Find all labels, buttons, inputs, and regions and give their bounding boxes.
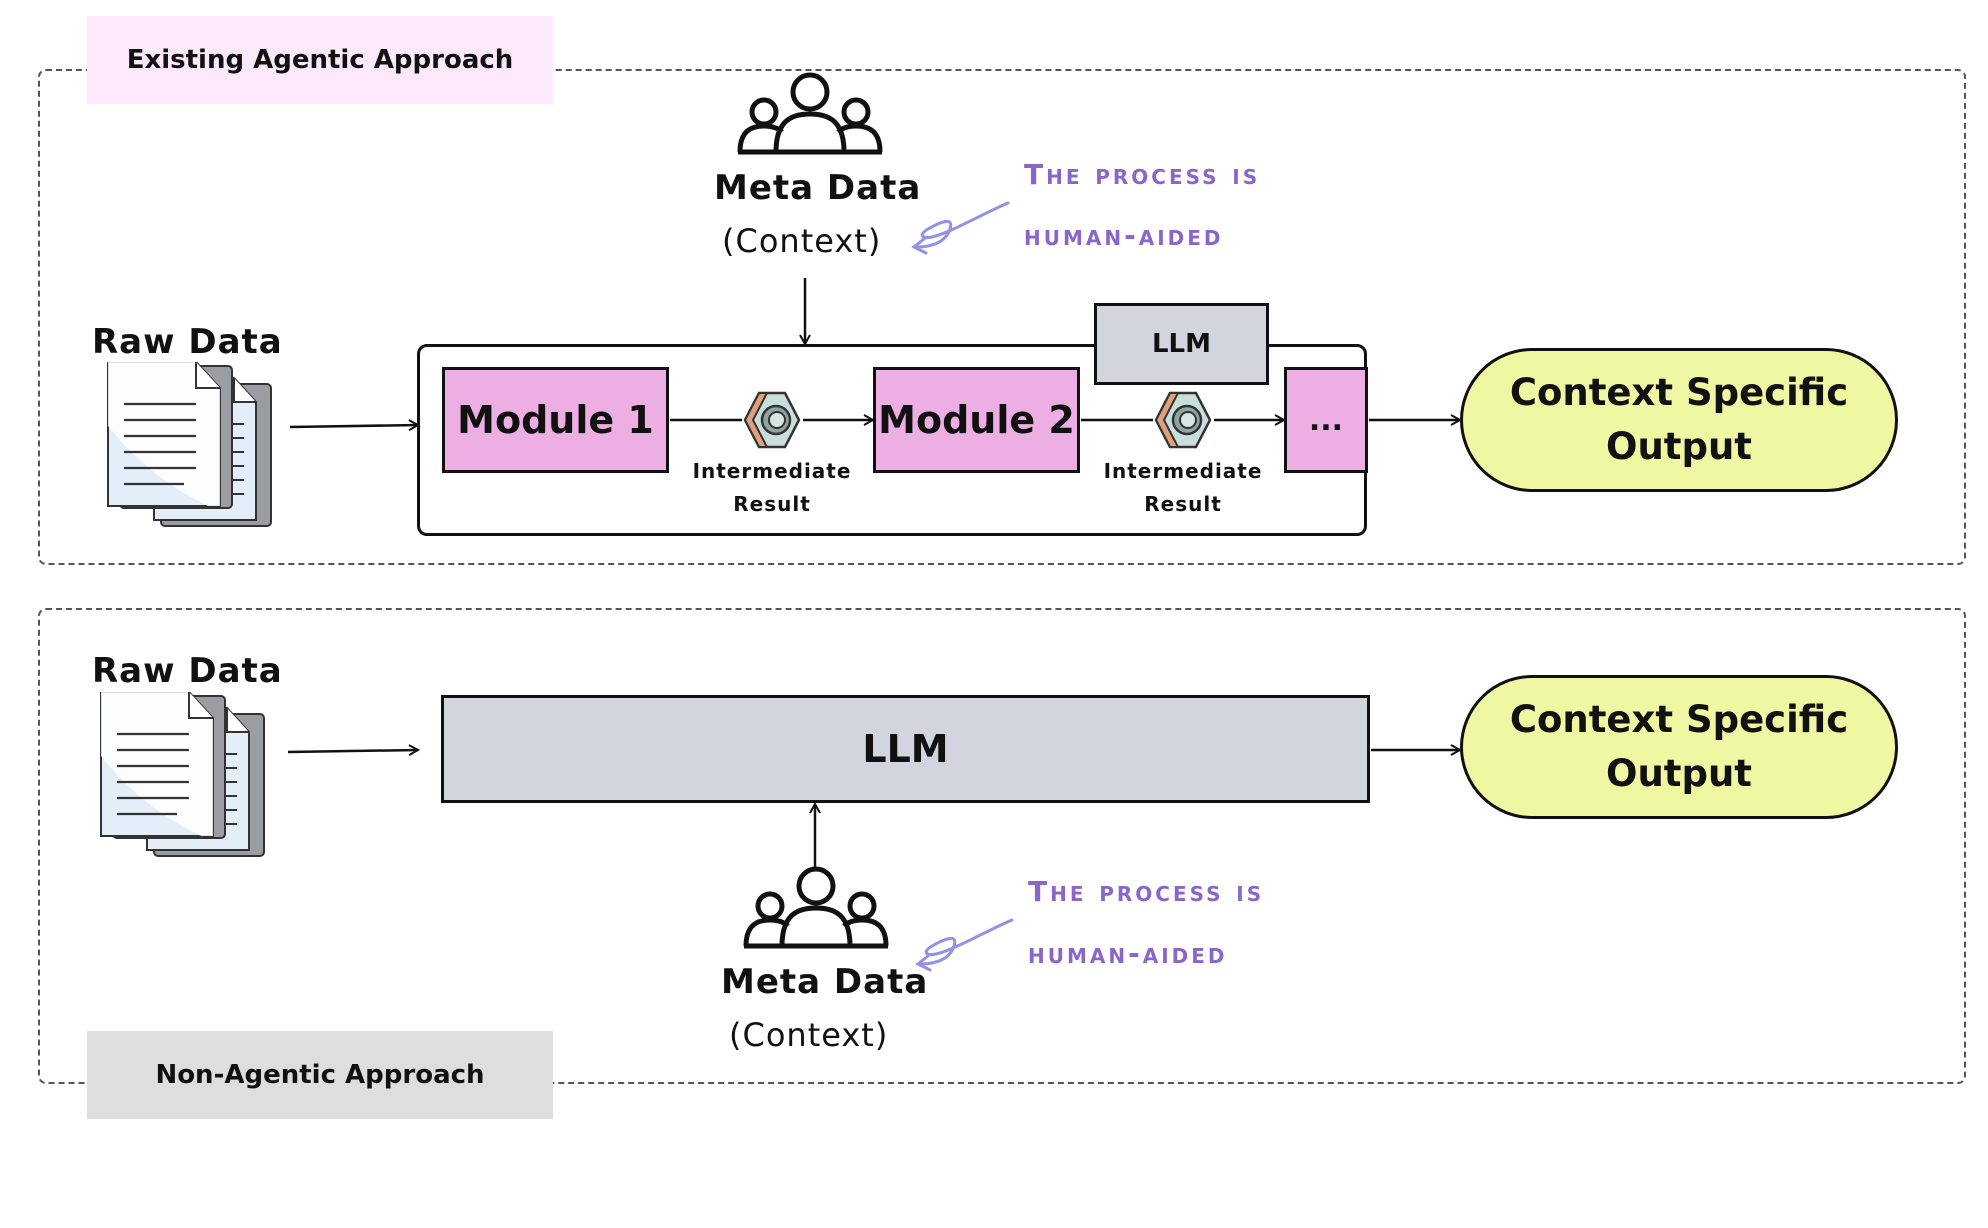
- top-meta-context-label: (Context): [722, 222, 882, 260]
- bottom-meta-data-label: Meta Data: [721, 962, 929, 1002]
- arrow-bottom-raw-to-llm: [287, 750, 418, 752]
- intermediate-result-1-line2: Result: [733, 492, 811, 516]
- intermediate-result-1-hex-nut-icon: [741, 389, 803, 451]
- intermediate-result-2-line2: Result: [1144, 492, 1222, 516]
- top-raw-data-label: Raw Data: [92, 322, 283, 362]
- bottom-meta-context-label: (Context): [729, 1016, 889, 1054]
- top-meta-data-label: Meta Data: [714, 168, 922, 208]
- non-agentic-approach-panel: [38, 608, 1966, 1084]
- top-note-line1: The process is: [1024, 158, 1261, 191]
- module-ellipsis-box: ...: [1284, 367, 1368, 473]
- bottom-llm-box: LLM: [441, 695, 1370, 803]
- intermediate-result-1-line1: Intermediate: [692, 459, 852, 483]
- bottom-output-line2: Output: [1606, 752, 1752, 795]
- agentic-approach-tag: Existing Agentic Approach: [87, 16, 553, 104]
- top-people-group-icon: [736, 72, 884, 156]
- bottom-raw-data-label: Raw Data: [92, 651, 283, 691]
- intermediate-result-2-hex-nut-icon: [1152, 389, 1214, 451]
- top-output-line2: Output: [1606, 425, 1752, 468]
- bottom-note-line1: The process is: [1028, 875, 1265, 908]
- top-scribble-arrow-icon: [910, 195, 1010, 255]
- intermediate-result-2-line1: Intermediate: [1103, 459, 1263, 483]
- top-document-stack-icon: [104, 361, 284, 532]
- top-output-line1: Context Specific: [1509, 371, 1849, 414]
- intermediate-result-2-label: Intermediate Result: [1083, 455, 1283, 521]
- bottom-note-line2: human-aided: [1028, 937, 1228, 970]
- module-1-box: Module 1: [442, 367, 669, 473]
- bottom-people-group-icon: [742, 866, 890, 950]
- top-context-specific-output: Context Specific Output: [1460, 348, 1898, 492]
- agentic-approach-panel: [38, 69, 1966, 565]
- bottom-scribble-arrow-icon: [914, 912, 1014, 972]
- module-2-box: Module 2: [873, 367, 1080, 473]
- arrow-raw-to-pipeline: [289, 425, 418, 427]
- intermediate-result-1-label: Intermediate Result: [672, 455, 872, 521]
- bottom-output-line1: Context Specific: [1509, 698, 1849, 741]
- bottom-context-specific-output: Context Specific Output: [1460, 675, 1898, 819]
- non-agentic-approach-tag: Non-Agentic Approach: [87, 1031, 553, 1119]
- top-note-line2: human-aided: [1024, 219, 1224, 252]
- top-llm-box: LLM: [1094, 303, 1269, 385]
- bottom-document-stack-icon: [97, 691, 277, 862]
